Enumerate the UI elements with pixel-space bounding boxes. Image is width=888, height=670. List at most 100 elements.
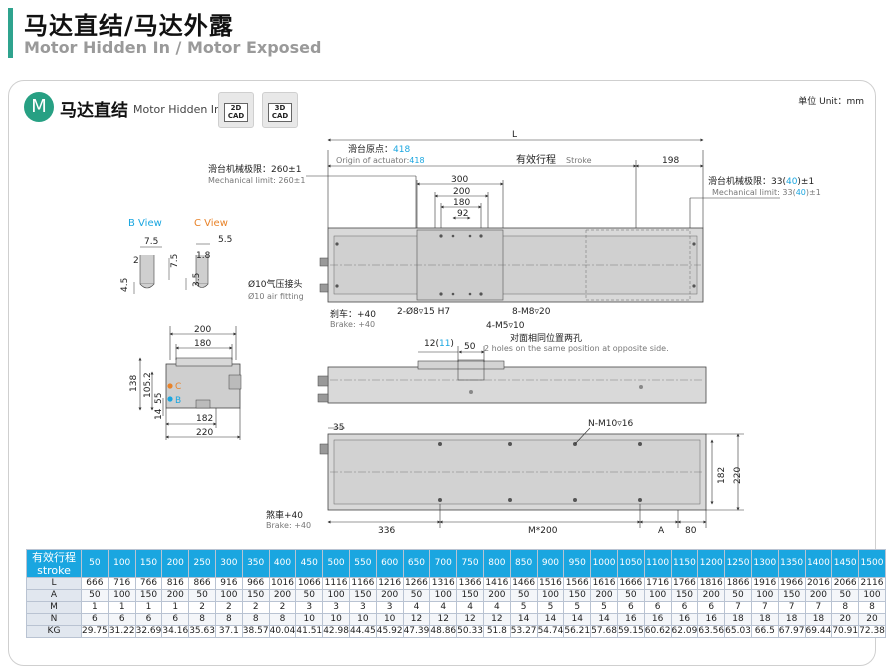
table-cell: 20 (831, 613, 860, 626)
table-cell: 200 (161, 589, 190, 602)
table-cell: 14 (563, 613, 592, 626)
table-cell: 150 (563, 589, 592, 602)
table-cell: 44.45 (348, 625, 377, 638)
table-cell: 8 (831, 601, 860, 614)
page-subtitle: Motor Hidden In / Motor Exposed (24, 38, 322, 57)
end-dim-14: 14 (154, 408, 164, 420)
table-cell: 50 (188, 589, 216, 602)
cad-2d-label-sub: CAD (227, 112, 245, 120)
table-cell: 4 (402, 601, 431, 614)
table-cell: 14 (590, 613, 618, 626)
brake-top-cn: 刹车：+40 (330, 308, 376, 320)
header-accent-bar (8, 8, 13, 58)
table-cell: 1266 (402, 577, 431, 590)
hole-spec-2: 8-M8▿20 (512, 307, 551, 317)
stroke-header-cell: 1300 (750, 549, 779, 578)
dim-180: 180 (453, 198, 470, 208)
table-cell: 100 (322, 589, 350, 602)
cad-2d-label: 2D (230, 104, 242, 112)
dim-92: 92 (457, 209, 468, 219)
table-cell: 4 (482, 601, 511, 614)
table-cell: 1416 (482, 577, 511, 590)
table-cell: 200 (590, 589, 618, 602)
table-cell: 2116 (858, 577, 886, 590)
table-cell: 8 (268, 613, 297, 626)
table-cell: 1366 (456, 577, 484, 590)
table-cell: 666 (81, 577, 109, 590)
table-cell: 1866 (724, 577, 752, 590)
table-cell: 50 (509, 589, 538, 602)
stroke-header-cell: 1400 (804, 549, 833, 578)
table-cell: 10 (348, 613, 377, 626)
cad-3d-label-sub: CAD (271, 112, 289, 120)
table-cell: 6 (697, 601, 726, 614)
cad-3d-label: 3D (274, 104, 286, 112)
origin-value: 418 (393, 145, 410, 155)
table-cell: 100 (536, 589, 565, 602)
table-cell: 6 (643, 601, 672, 614)
table-cell: 1066 (295, 577, 324, 590)
stroke-header-cell: 100 (107, 549, 136, 578)
table-cell: 31.22 (107, 625, 136, 638)
table-cell: 1 (161, 601, 190, 614)
table-cell: 12 (402, 613, 431, 626)
dim-m200: M*200 (528, 526, 558, 536)
table-cell: 16 (670, 613, 699, 626)
table-cell: 6 (107, 613, 136, 626)
air-fitting-cn: Ø10气压接头 (248, 278, 303, 290)
table-cell: 72.38 (858, 625, 886, 638)
hole-spec-3: 4-M5▿10 (486, 321, 525, 331)
table-cell: 2 (241, 601, 270, 614)
table-cell: 54.74 (536, 625, 565, 638)
table-cell: 1816 (697, 577, 726, 590)
table-cell: 150 (134, 589, 163, 602)
dim-182-v: 182 (717, 467, 727, 484)
section-title: 马达直结 (60, 101, 128, 121)
table-cell: 48.86 (429, 625, 458, 638)
end-dim-55: 55 (154, 393, 164, 404)
stroke-header-cell: 600 (375, 549, 404, 578)
table-cell: 100 (643, 589, 672, 602)
mech-limit-right-en-value: 40 (796, 188, 806, 197)
stroke-header-cell: 950 (563, 549, 592, 578)
row-label: L (26, 577, 82, 590)
stroke-header-cell: 450 (295, 549, 324, 578)
stroke-header-cell: 1350 (777, 549, 806, 578)
table-cell: 50 (616, 589, 645, 602)
table-cell: 150 (348, 589, 377, 602)
origin-label-cn: 滑台原点：418 (348, 143, 410, 155)
stroke-header-cell: 1050 (616, 549, 645, 578)
table-cell: 1766 (670, 577, 699, 590)
table-cell: 916 (214, 577, 243, 590)
table-cell: 1466 (509, 577, 538, 590)
table-cell: 3 (322, 601, 350, 614)
table-cell: 150 (241, 589, 270, 602)
stroke-header-cell: 500 (322, 549, 350, 578)
table-cell: 2016 (804, 577, 833, 590)
origin-label-en-text: Origin of actuator: (336, 156, 409, 165)
table-cell: 45.92 (375, 625, 404, 638)
stroke-header-cell: 1250 (724, 549, 752, 578)
table-cell: 100 (107, 589, 136, 602)
table-cell: 20 (858, 613, 886, 626)
table-cell: 6 (161, 613, 190, 626)
table-cell: 1316 (429, 577, 458, 590)
end-dim-220: 220 (196, 428, 213, 438)
dim-A: A (658, 526, 665, 536)
table-cell: 150 (777, 589, 806, 602)
table-cell: 200 (804, 589, 833, 602)
brake-top-en: Brake: +40 (330, 320, 375, 329)
row-label: M (26, 601, 82, 614)
b-view-marker: B (175, 396, 181, 406)
row-label: A (26, 589, 82, 602)
table-cell: 50 (831, 589, 860, 602)
table-cell: 50 (295, 589, 324, 602)
dim-c-5-5: 5.5 (218, 235, 232, 245)
dim-12-b: ) (450, 339, 454, 349)
